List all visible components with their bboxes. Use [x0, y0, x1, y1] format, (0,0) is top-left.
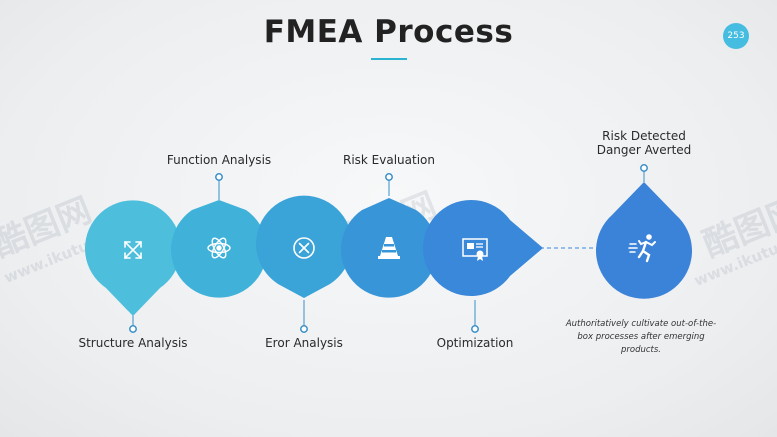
page-number-badge: 253: [723, 23, 749, 49]
final-shape: [596, 182, 692, 299]
leader-dot: [215, 173, 223, 181]
step-label-optimization: Optimization: [436, 336, 514, 350]
step-label-function-analysis: Function Analysis: [166, 153, 272, 167]
leader-dot: [640, 164, 648, 172]
certificate-icon: [462, 238, 488, 261]
atom-icon: [207, 237, 231, 259]
final-label-line1: Risk Detected: [602, 129, 686, 143]
leader-dot: [385, 173, 393, 181]
step-shape-structure-analysis: [85, 200, 181, 316]
step-shape-error-analysis: [256, 195, 352, 298]
traffic-cone-icon: [378, 237, 400, 259]
leader-dot: [129, 325, 137, 333]
final-description: Authoritatively cultivate out-of-the-box…: [565, 319, 717, 355]
final-label: Risk Detected Danger Averted: [597, 129, 692, 157]
page-title: FMEA Process: [263, 14, 514, 50]
close-circle-icon: [293, 237, 315, 259]
leader-dot: [471, 325, 479, 333]
running-person-icon: [628, 234, 656, 263]
expand-arrows-icon: [124, 241, 142, 259]
step-label-risk-evaluation: Risk Evaluation: [342, 153, 436, 167]
step-label-error-analysis: Eror Analysis: [265, 336, 343, 350]
step-label-structure-analysis: Structure Analysis: [78, 336, 188, 350]
final-label-line2: Danger Averted: [596, 143, 692, 157]
title-underline: [371, 58, 407, 60]
leader-dot: [300, 325, 308, 333]
step-shape-optimization: [423, 200, 543, 297]
